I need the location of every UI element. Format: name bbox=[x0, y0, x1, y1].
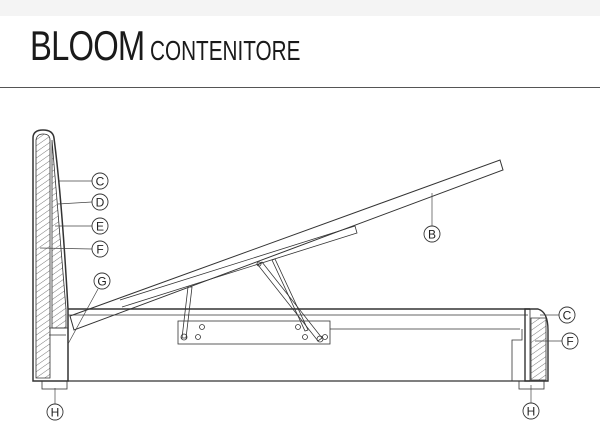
callout-g bbox=[93, 272, 111, 290]
callout-h-left bbox=[46, 403, 64, 421]
lift-mechanism bbox=[177, 258, 331, 345]
callout-c-headboard bbox=[91, 172, 109, 190]
foot-left bbox=[41, 380, 68, 390]
leader-lines bbox=[39, 180, 562, 404]
label-c: C bbox=[96, 175, 105, 189]
foot-right bbox=[518, 380, 545, 390]
bed-base bbox=[68, 308, 530, 382]
callout-f-footboard bbox=[561, 332, 579, 350]
top-band bbox=[0, 0, 600, 16]
label-e: E bbox=[96, 220, 104, 234]
label-b: B bbox=[428, 228, 436, 242]
page-header: BLOOM CONTENITORE bbox=[30, 22, 353, 82]
label-h-left: H bbox=[51, 406, 60, 420]
label-g: G bbox=[97, 275, 106, 289]
callout-b bbox=[423, 225, 441, 243]
header-divider bbox=[0, 87, 600, 88]
footboard bbox=[524, 308, 549, 382]
callout-bubbles bbox=[46, 172, 579, 421]
callout-h-right bbox=[522, 402, 540, 420]
lifting-lid bbox=[69, 159, 504, 331]
label-d: D bbox=[96, 196, 105, 210]
label-f: F bbox=[96, 243, 103, 257]
product-variant: CONTENITORE bbox=[150, 35, 301, 66]
callout-f-headboard bbox=[91, 240, 109, 258]
callout-d bbox=[91, 193, 109, 211]
headboard bbox=[32, 129, 69, 382]
label-h-right: H bbox=[527, 405, 536, 419]
label-f-footboard: F bbox=[566, 335, 573, 349]
callout-c-footboard bbox=[558, 306, 576, 324]
label-c-footboard: C bbox=[563, 309, 572, 323]
callout-e bbox=[91, 217, 109, 235]
